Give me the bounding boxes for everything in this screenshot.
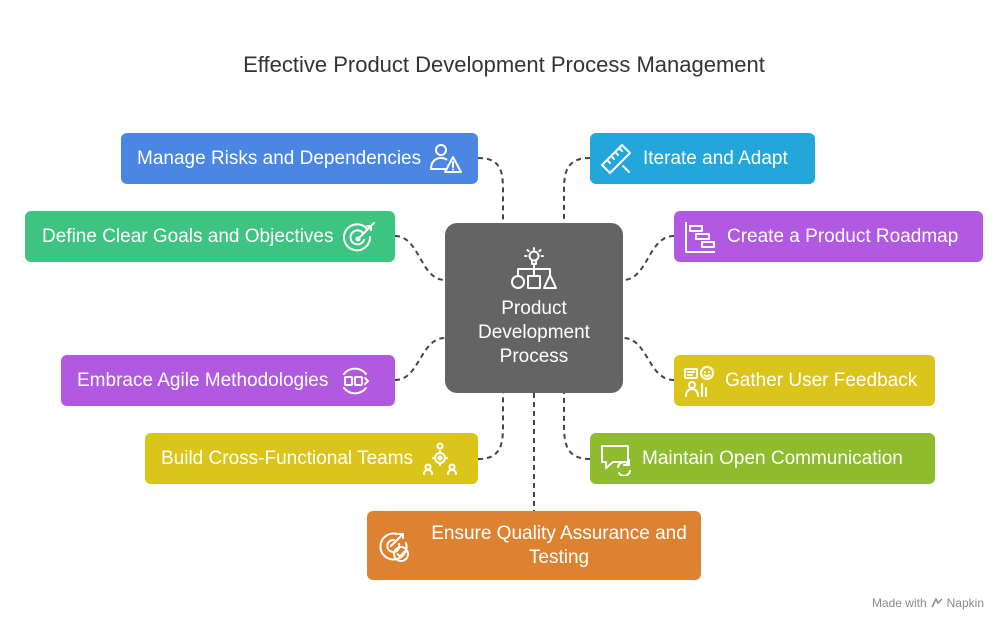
node-define-goals: Define Clear Goals and Objectives <box>25 211 395 262</box>
node-iterate: Iterate and Adapt <box>590 133 815 184</box>
lightbulb-shapes-icon <box>511 247 557 289</box>
center-label-line-2: Development <box>478 322 590 343</box>
node-define-goals-label: Define Clear Goals and Objectives <box>42 225 334 247</box>
node-embrace-agile-label: Embrace Agile Methodologies <box>77 369 329 391</box>
connector-roadmap <box>622 235 675 281</box>
team-gear-icon <box>423 442 458 475</box>
watermark: Made with Napkin <box>872 596 984 610</box>
connector-iterate <box>563 157 591 223</box>
node-manage-risks: Manage Risks and Dependencies <box>121 133 478 184</box>
node-quality-label-line-2: Testing <box>528 546 590 568</box>
connector-feedback <box>622 337 675 381</box>
target-check-icon <box>379 532 409 562</box>
node-communication: Maintain Open Communication <box>590 433 935 484</box>
connector-embrace-agile <box>394 337 446 381</box>
center-node: Product Development Process <box>445 223 623 393</box>
center-label-line-1: Product <box>501 298 567 319</box>
chat-refresh-icon <box>601 444 631 476</box>
watermark-text: Made with <box>871 596 927 610</box>
node-iterate-label: Iterate and Adapt <box>643 147 788 169</box>
feedback-person-icon <box>684 365 714 397</box>
center-label-line-3: Process <box>499 346 569 367</box>
connector-communication <box>563 393 591 460</box>
agile-cycle-icon <box>343 367 370 394</box>
node-roadmap: Create a Product Roadmap <box>674 211 983 262</box>
node-quality-label-line-1: Ensure Quality Assurance and <box>431 522 687 544</box>
node-communication-label: Maintain Open Communication <box>642 447 903 469</box>
connector-build-teams <box>477 393 504 460</box>
napkin-logo-icon <box>930 597 943 608</box>
node-feedback: Gather User Feedback <box>674 355 935 406</box>
roadmap-chart-icon <box>685 221 715 253</box>
node-manage-risks-label: Manage Risks and Dependencies <box>137 147 422 169</box>
node-quality: Ensure Quality Assurance and Testing <box>367 511 701 580</box>
target-arrow-icon <box>343 221 376 251</box>
node-roadmap-label: Create a Product Roadmap <box>727 225 959 247</box>
node-build-teams-label: Build Cross-Functional Teams <box>161 447 414 469</box>
connector-define-goals <box>394 235 446 281</box>
watermark-brand: Napkin <box>946 596 984 610</box>
diagram-title: Effective Product Development Process Ma… <box>243 52 765 77</box>
node-feedback-label: Gather User Feedback <box>725 369 918 391</box>
pencil-ruler-icon <box>601 143 631 174</box>
node-embrace-agile: Embrace Agile Methodologies <box>61 355 395 406</box>
connector-manage-risks <box>477 157 504 223</box>
node-build-teams: Build Cross-Functional Teams <box>145 433 478 484</box>
person-warning-icon <box>430 143 463 173</box>
